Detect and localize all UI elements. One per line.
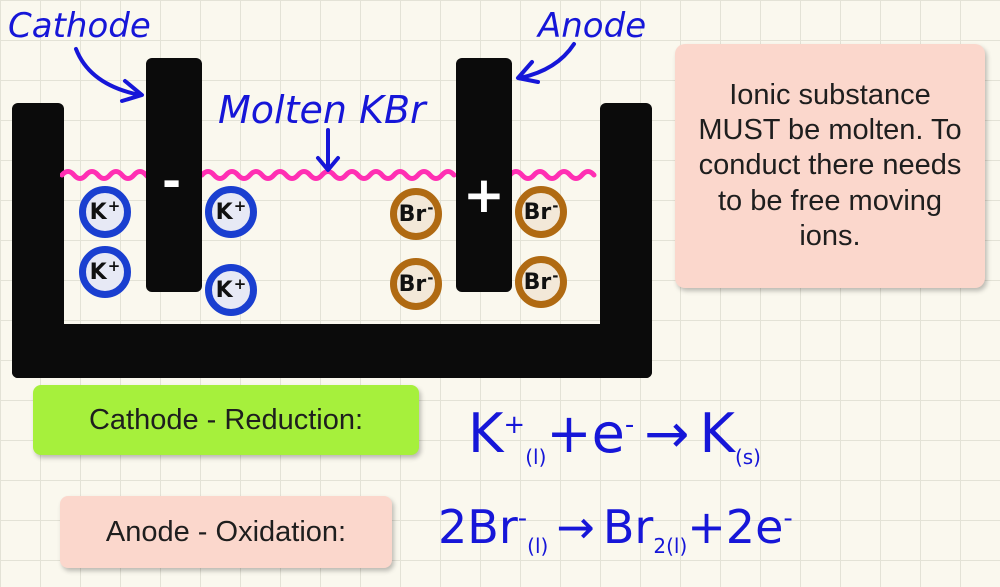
potassium-ion: K+ bbox=[205, 264, 257, 316]
cathode-label: Cathode bbox=[8, 6, 151, 46]
bromide-ion: Br- bbox=[390, 258, 442, 310]
cathode-sign: - bbox=[162, 154, 182, 208]
note-text: Ionic substance MUST be molten. To condu… bbox=[698, 78, 962, 253]
cathode-electrode: - bbox=[146, 58, 202, 292]
molten-kbr-label: Molten KBr bbox=[218, 88, 426, 132]
anode-label: Anode bbox=[538, 6, 647, 46]
anode-arrow bbox=[516, 42, 576, 84]
potassium-ion: K+ bbox=[79, 246, 131, 298]
anode-electrode: + bbox=[456, 58, 512, 292]
potassium-ion: K+ bbox=[205, 186, 257, 238]
bromide-ion: Br- bbox=[515, 256, 567, 308]
molten-arrow bbox=[316, 128, 340, 172]
note-box: Ionic substance MUST be molten. To condu… bbox=[675, 44, 985, 288]
container-base bbox=[12, 324, 652, 378]
cathode-half-equation: K+(l)+e-→K(s) bbox=[468, 402, 761, 469]
cathode-reduction-label: Cathode - Reduction: bbox=[88, 403, 364, 436]
bromide-ion: Br- bbox=[390, 188, 442, 240]
container-right-wall bbox=[600, 103, 652, 378]
cathode-arrow bbox=[74, 47, 144, 103]
anode-sign: + bbox=[463, 166, 505, 224]
anode-oxidation-label: Anode - Oxidation: bbox=[105, 515, 347, 548]
anode-half-equation: 2Br-(l)→Br2(l)+2e- bbox=[438, 500, 793, 559]
cathode-reduction-box: Cathode - Reduction: bbox=[33, 385, 419, 455]
bromide-ion: Br- bbox=[515, 186, 567, 238]
potassium-ion: K+ bbox=[79, 186, 131, 238]
anode-oxidation-box: Anode - Oxidation: bbox=[60, 496, 392, 568]
